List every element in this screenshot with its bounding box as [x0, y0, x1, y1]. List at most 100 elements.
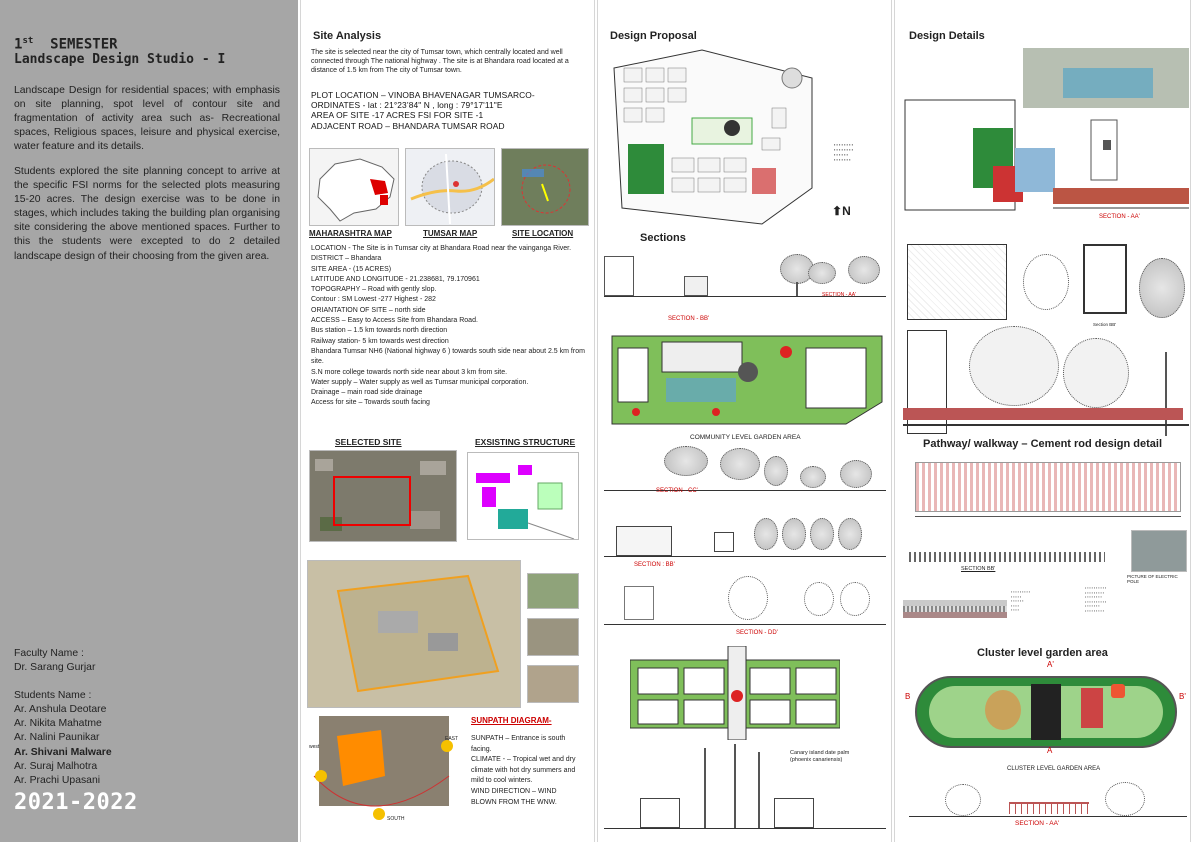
site-detail-line: ORIANTATION OF SITE – north side [311, 306, 426, 314]
details-section-bb-caption: Section BB' [1093, 322, 1117, 327]
plot-line: ORDINATES - lat : 21°23’84" N , long : 7… [311, 100, 503, 111]
section-aa-caption: SECTION - AA' [822, 292, 857, 298]
site-photo-1 [527, 573, 579, 609]
sun-east-label: EAST [445, 736, 459, 742]
left-info-column: 1st SEMESTER Landscape Design Studio - I… [0, 0, 298, 842]
academic-year: 2021-2022 [14, 790, 138, 815]
pathway-title: Pathway/ walkway – Cement rod design det… [923, 438, 1163, 450]
plot-line: AREA OF SITE -17 ACRES FSI FOR SITE -1 [311, 110, 484, 121]
layers-notes: ▪ ▪ ▪ ▪ ▪ ▪ ▪ ▪ ▪▪ ▪ ▪ ▪ ▪▪ ▪ ▪ ▪ ▪ ▪▪ ▪… [1011, 590, 1030, 612]
detail-section-render: Section BB' [903, 244, 1189, 440]
site-detail-line: Water supply – Water supply as well as T… [311, 378, 529, 386]
site-detail-line: S.N more college towards north side near… [311, 368, 508, 376]
design-details-panel: Design Details SECTION - AA' Section BB'… [894, 0, 1191, 842]
community-garden-graphic [611, 335, 883, 425]
benefits-notes: • ▪ ▪ ▪ ▪ ▪ ▪ ▪ ▪ ▪• ▪ ▪ ▪ ▪ ▪ ▪ ▪ ▪• ▪ … [1085, 586, 1107, 613]
cluster-title: Cluster level garden area [977, 647, 1108, 659]
plan-legend: ▪ ▪ ▪ ▪ ▪ ▪ ▪ ▪▪ ▪ ▪ ▪ ▪ ▪ ▪ ▪▪ ▪ ▪ ▪ ▪ … [834, 142, 854, 162]
pathway-plan [915, 458, 1181, 522]
cluster-section-caption: SECTION - AA' [1015, 820, 1060, 827]
design-details-title: Design Details [909, 30, 985, 42]
plot-line: PLOT LOCATION – VINOBA BHAVENAGAR TUMSAR… [311, 90, 535, 100]
semester-title: 1st SEMESTER [14, 36, 118, 53]
site-photo-3 [527, 665, 579, 703]
site-detail-line: SITE AREA - (15 ACRES) [311, 265, 392, 273]
site-detail-line: TOPOGRAPHY – Road with gently slop. [311, 286, 437, 294]
north-arrow: ⬆N [832, 204, 851, 218]
section-bb-caption: SECTION - BB' [668, 316, 710, 322]
details-section-aa-caption: SECTION - AA' [1099, 214, 1140, 220]
sunpath-title: SUNPATH DIAGRAM- [471, 716, 552, 725]
students-label: Students Name : [14, 690, 92, 702]
student-name: Ar. Suraj Malhotra [14, 760, 98, 772]
contour-plan-graphic [308, 561, 520, 707]
maharashtra-map-label: MAHARASHTRA MAP [309, 229, 392, 238]
master-plan-drawing [612, 48, 830, 226]
student-name: Ar. Prachi Upasani [14, 774, 101, 786]
design-proposal-panel: Design Proposal ▪ ▪ ▪ ▪ ▪ ▪ ▪ ▪▪ ▪ ▪ ▪ ▪… [597, 0, 892, 842]
sunpath-diagram: west EAST SOUTH [309, 716, 459, 826]
site-detail-line: Railway station- 5 km towards west direc… [311, 337, 449, 345]
marker-a-top: A' [1047, 660, 1054, 669]
cluster-plan-caption: CLUSTER LEVEL GARDEN AREA [1007, 766, 1101, 772]
design-proposal-title: Design Proposal [610, 30, 697, 42]
site-intro-text: The site is selected near the city of Tu… [311, 49, 569, 74]
studio-title: Landscape Design Studio - I [14, 52, 226, 67]
block-cluster-graphic [630, 646, 840, 740]
site-detail-line: Bus station – 1.5 km towards north direc… [311, 327, 448, 335]
site-detail-line: Drainage – main road side drainage [311, 389, 423, 397]
maharashtra-map-graphic [317, 158, 395, 222]
faculty-name: Dr. Sarang Gurjar [14, 662, 96, 674]
student-name: Ar. Anshula Deotare [14, 704, 107, 716]
palm-caption: Canary island date palm (phoenix canarie… [790, 750, 850, 763]
site-analysis-panel: Site Analysis The site is selected near … [300, 0, 595, 842]
section-bb2-drawing: SECTION : BB' [604, 512, 886, 570]
section-cc-caption: SECTION - CC' [656, 488, 698, 494]
existing-structure-label: EXSISTING STRUCTURE [475, 437, 576, 447]
section-cc-drawing: SECTION - CC' [604, 446, 886, 506]
existing-structure-plan [467, 452, 579, 540]
marker-b-left: B [905, 692, 911, 701]
faculty-label: Faculty Name : [14, 648, 84, 659]
existing-structure-graphic [476, 465, 575, 539]
students-paragraph: Students explored the site planning conc… [14, 166, 280, 262]
tumsar-map-graphic [410, 153, 494, 225]
student-name: Ar. Nalini Paunikar [14, 732, 100, 744]
site-location-map [501, 148, 589, 226]
student-name: Ar. Nikita Mahatme [14, 718, 102, 730]
site-detail-line: Bhandara Tumsar NH6 (National highway 6 … [311, 347, 585, 366]
plot-location-block: PLOT LOCATION – VINOBA BHAVENAGAR TUMSAR… [311, 90, 591, 131]
community-garden-plan: COMMUNITY LEVEL GARDEN AREA [606, 332, 886, 442]
site-detail-line: LATITUDE AND LONGITUDE - 21.238681, 79.1… [311, 275, 480, 283]
tumsar-map [405, 148, 495, 226]
marker-b-right: B' [1179, 692, 1186, 701]
pathway-section-caption: SECTION BB' [961, 566, 996, 572]
selected-site-graphic [310, 451, 456, 541]
maharashtra-map [309, 148, 399, 226]
sun-south-label: SOUTH [387, 816, 405, 822]
sunpath-graphic [313, 716, 453, 820]
sun-west-label: west [309, 744, 320, 750]
plot-line: ADJACENT ROAD – BHANDARA TUMSAR ROAD [311, 120, 505, 131]
intro-paragraph: Landscape Design for residential spaces;… [14, 85, 280, 153]
section-bb-drawing: SECTION - BB' SECTION - AA' [604, 248, 886, 330]
sunpath-line: WIND DIRECTION – WIND BLOWN FROM THE WNW… [471, 787, 557, 806]
section-dd-caption: SECTION - DD' [736, 630, 778, 636]
site-detail-line: ACCESS – Easy to Access Site from Bhanda… [311, 317, 478, 325]
site-location-map-label: SITE LOCATION [512, 229, 574, 238]
section-dd-drawing: SECTION - DD' [604, 576, 886, 642]
credits-block: Faculty Name : Dr. Sarang Gurjar Student… [14, 647, 112, 788]
sunpath-text: SUNPATH – Entrance is south facing. CLIM… [471, 734, 581, 808]
selected-site-aerial [309, 450, 457, 542]
site-detail-line: Access for site – Towards south facing [311, 399, 430, 407]
site-detail-line: Contour : SM Lowest -277 Highest - 282 [311, 296, 436, 304]
electric-pole-caption: PICTURE OF ELECTRIC POLE [1127, 574, 1178, 584]
site-detail-line: DISTRICT – Bhandara [311, 255, 382, 263]
student-name: Ar. Shivani Malware [14, 746, 112, 758]
pathway-layers-detail: ▪ ▪ ▪ ▪ ▪ ▪ ▪ ▪ ▪▪ ▪ ▪ ▪ ▪▪ ▪ ▪ ▪ ▪ ▪▪ ▪… [903, 586, 1187, 628]
selected-site-label: SELECTED SITE [335, 437, 402, 447]
site-analysis-title: Site Analysis [313, 30, 382, 42]
electric-pole-photo [1131, 530, 1187, 572]
pathway-section: SECTION BB' [909, 544, 1105, 578]
contour-site-plan [307, 560, 521, 708]
